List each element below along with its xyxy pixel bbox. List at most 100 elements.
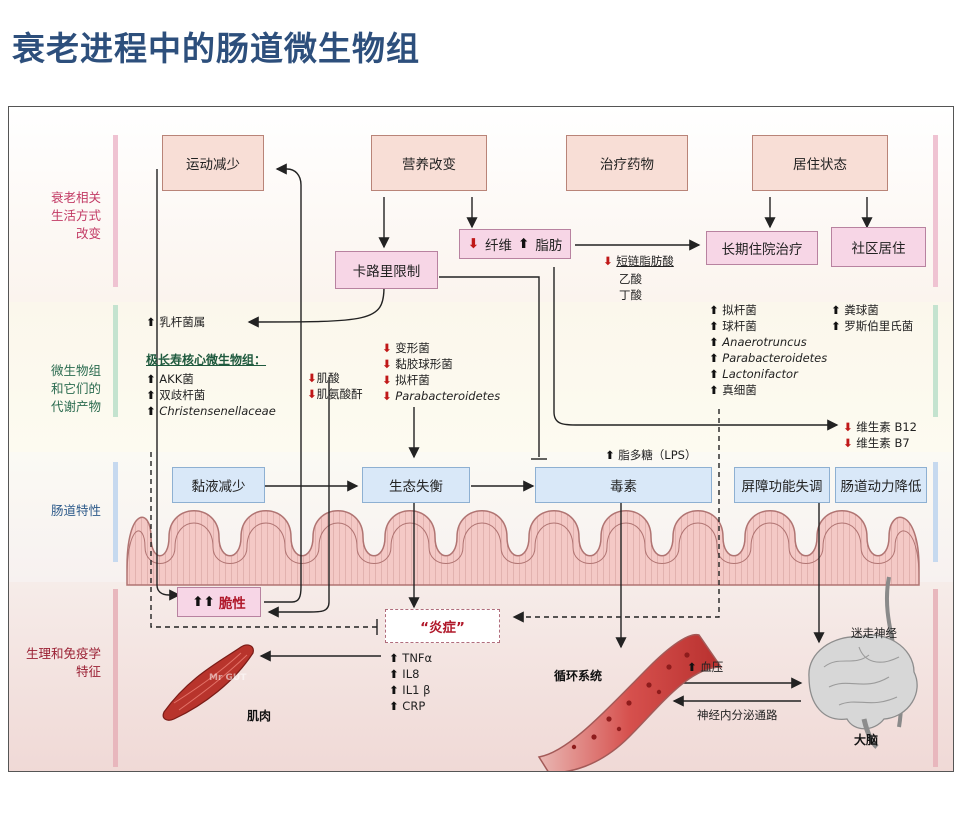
lactobacillus-item: ⬆ 乳杆菌属 xyxy=(146,314,205,330)
down-arrow-icon: ⬇ xyxy=(382,357,392,371)
cytokine-item: IL1 β xyxy=(402,683,431,697)
row-bar-physio-right xyxy=(933,589,938,767)
intestinal-villi xyxy=(126,510,920,586)
row-label-line: 肠道特性 xyxy=(50,503,101,518)
box-long-term-care: 长期住院治疗 xyxy=(706,231,818,265)
up-arrow-icon: ⬆ xyxy=(831,319,841,333)
brain-label: 大脑 xyxy=(854,733,879,747)
core-item: Christensenellaceae xyxy=(159,404,276,418)
core-microbiome-title: 极长寿核心微生物组： xyxy=(146,353,267,367)
down-arrow-icon: ⬇ xyxy=(467,236,479,252)
frailty-label: 脆性 xyxy=(218,596,246,612)
vitamin-item: 维生素 B12 xyxy=(856,420,917,434)
bacteria-item: 球杆菌 xyxy=(722,319,757,333)
row-bar-physio xyxy=(113,589,118,767)
up-arrow-icon: ⬆ xyxy=(389,699,399,713)
blood-pressure-label: 血压 xyxy=(700,660,724,674)
core-item: 双歧杆菌 xyxy=(159,388,206,402)
lactobacillus-label: 乳杆菌属 xyxy=(159,315,206,329)
core-item: AKK菌 xyxy=(159,372,194,386)
lps-item: ⬆ 脂多糖（LPS） xyxy=(605,447,696,463)
box-toxin: 毒素 xyxy=(535,467,712,503)
down-arrow-icon: ⬇ xyxy=(382,341,392,355)
box-calorie-restriction: 卡路里限制 xyxy=(335,251,438,289)
bacteria-item: Parabacteroidetes xyxy=(395,389,501,403)
cytokine-group: ⬆ TNFα ⬆ IL8 ⬆ IL1 β ⬆ CRP xyxy=(389,650,432,714)
box-community: 社区居住 xyxy=(831,227,926,267)
long-term-bacteria-group: ⬆ 拟杆菌 ⬆ 球杆菌 ⬆ Anaerotruncus ⬆ Parabacter… xyxy=(709,302,827,398)
bacteria-item: 罗斯伯里氏菌 xyxy=(844,319,914,333)
row-label-lifestyle: 衰老相关 生活方式 改变 xyxy=(9,189,101,243)
up-arrow-icon: ⬆ xyxy=(709,303,719,317)
bacteria-item: Parabacteroidetes xyxy=(722,351,828,365)
double-up-arrow-icon: ⬆⬆ xyxy=(192,594,215,610)
vitamin-item: 维生素 B7 xyxy=(856,436,910,450)
cytokine-item: CRP xyxy=(402,699,426,713)
up-arrow-icon: ⬆ xyxy=(518,236,530,252)
up-arrow-icon: ⬆ xyxy=(389,667,399,681)
up-arrow-icon: ⬆ xyxy=(605,448,615,462)
cr-bacteria-group: ⬇ 变形菌 ⬇ 黏胶球形菌 ⬇ 拟杆菌 ⬇ Parabacteroidetes xyxy=(382,340,500,404)
down-arrow-icon: ⬇ xyxy=(307,371,317,385)
creatine-group: ⬇肌酸 ⬇肌氨酸酐 xyxy=(307,370,363,402)
core-microbiome-group: 极长寿核心微生物组： ⬆ AKK菌 ⬆ 双歧杆菌 ⬆ Christensenel… xyxy=(146,352,276,419)
row-bar-lifestyle-right xyxy=(933,135,938,287)
box-dysbiosis: 生态失衡 xyxy=(362,467,470,503)
bacteria-item: Lactonifactor xyxy=(722,367,798,381)
up-arrow-icon: ⬆ xyxy=(146,372,156,386)
row-label-line: 和它们的 xyxy=(50,381,101,396)
diagram-frame: 衰老相关 生活方式 改变 微生物组 和它们的 代谢产物 肠道特性 生理和免疫学 … xyxy=(8,106,954,772)
row-label-line: 生活方式 xyxy=(50,208,101,223)
row-label-line: 代谢产物 xyxy=(50,399,101,414)
bacteria-item: 拟杆菌 xyxy=(722,303,757,317)
box-mucus: 黏液减少 xyxy=(172,467,265,503)
row-label-microbiome: 微生物组 和它们的 代谢产物 xyxy=(9,362,101,416)
up-arrow-icon: ⬆ xyxy=(146,404,156,418)
scfa-group: ⬇ 短链脂肪酸 乙酸 丁酸 xyxy=(603,253,674,303)
box-fiber-fat: ⬇ 纤维 ⬆ 脂肪 xyxy=(459,229,571,259)
box-barrier: 屏障功能失调 xyxy=(734,467,830,503)
blood-pressure-item: ⬆ 血压 xyxy=(687,659,723,675)
acetate-label: 乙酸 xyxy=(619,272,642,286)
down-arrow-icon: ⬇ xyxy=(603,254,613,268)
row-bar-lifestyle xyxy=(113,135,118,287)
bacteria-item: 粪球菌 xyxy=(844,303,879,317)
fiber-label: 纤维 xyxy=(485,238,512,254)
page-title: 衰老进程中的肠道微生物组 xyxy=(12,29,420,68)
up-arrow-icon: ⬆ xyxy=(831,303,841,317)
bacteria-item: Anaerotruncus xyxy=(722,335,807,349)
diagram-graphics xyxy=(126,163,920,771)
row-bar-microbiome xyxy=(113,305,118,417)
up-arrow-icon: ⬆ xyxy=(709,383,719,397)
up-arrow-icon: ⬆ xyxy=(687,660,697,674)
up-arrow-icon: ⬆ xyxy=(146,388,156,402)
box-drugs: 治疗药物 xyxy=(566,135,688,191)
creatine-label: 肌酸 xyxy=(316,371,340,385)
up-arrow-icon: ⬆ xyxy=(709,367,719,381)
lps-label: 脂多糖（LPS） xyxy=(618,448,697,462)
brain-graphic xyxy=(808,634,918,749)
up-arrow-icon: ⬆ xyxy=(709,319,719,333)
bacteria-item: 真细菌 xyxy=(722,383,757,397)
down-arrow-icon: ⬇ xyxy=(382,389,392,403)
bacteria-item: 拟杆菌 xyxy=(395,373,430,387)
bacteria-item: 黏胶球形菌 xyxy=(395,357,453,371)
box-motility: 肠道动力降低 xyxy=(835,467,927,503)
row-bar-gut xyxy=(113,462,118,562)
cytokine-item: IL8 xyxy=(402,667,420,681)
row-label-line: 微生物组 xyxy=(50,363,101,378)
up-arrow-icon: ⬆ xyxy=(389,683,399,697)
blood-vessel xyxy=(537,633,723,771)
vagus-label: 迷走神经 xyxy=(851,626,897,640)
band-microbiome xyxy=(9,302,953,452)
down-arrow-icon: ⬇ xyxy=(382,373,392,387)
vitamin-group: ⬇ 维生素 B12 ⬇ 维生素 B7 xyxy=(843,419,917,451)
row-label-line: 衰老相关 xyxy=(50,190,101,205)
box-frailty: ⬆⬆ 脆性 xyxy=(177,587,261,617)
scfa-label: 短链脂肪酸 xyxy=(616,254,674,268)
watermark: Mr GUT xyxy=(209,673,247,683)
muscle-graphic xyxy=(162,644,254,721)
community-bacteria-group: ⬆ 粪球菌 ⬆ 罗斯伯里氏菌 xyxy=(831,302,913,334)
down-arrow-icon: ⬇ xyxy=(307,387,317,401)
butyrate-label: 丁酸 xyxy=(619,288,642,302)
